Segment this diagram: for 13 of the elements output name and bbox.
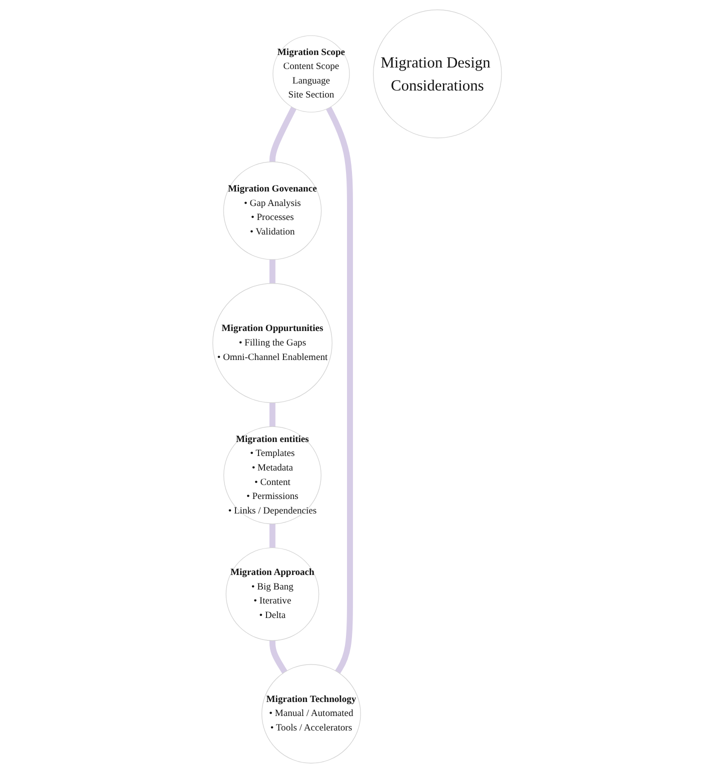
connector — [270, 522, 276, 549]
node-circle: Migration entities • Templates • Metadata • Content • Permissions • Links / Dependencies — [224, 426, 322, 524]
connector — [270, 402, 276, 428]
node-circle: Migration Govenance • Gap Analysis • Processes • Validation — [224, 162, 322, 260]
node-circle: Migration Approach • Big Bang • Iterative • Delta — [226, 547, 320, 641]
connector — [270, 106, 297, 163]
node-circle: Migration Oppurtunities • Filling the Gaps • Omni-Channel Enablement — [212, 283, 333, 404]
connector — [270, 640, 288, 674]
connector — [270, 258, 276, 284]
node-circle: Migration Design Considerations — [373, 9, 502, 138]
connector — [326, 106, 354, 674]
node-circle: Migration Technology • Manual / Automated • Tools / Accelerators — [262, 664, 362, 764]
node-circle: Migration Scope Content Scope Language Site Section — [273, 35, 350, 112]
